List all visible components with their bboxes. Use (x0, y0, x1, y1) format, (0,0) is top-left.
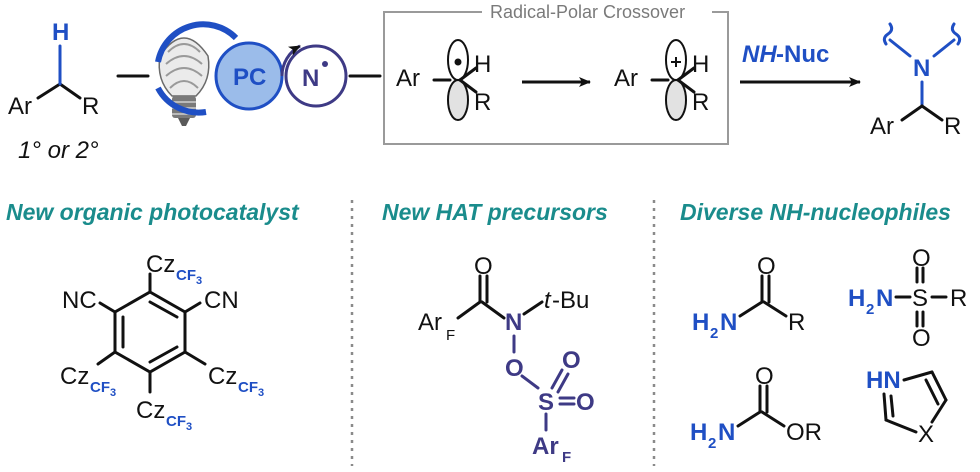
hat-carbonyl-o: O (474, 253, 493, 280)
section-title-nucleophiles: Diverse NH-nucleophiles (680, 199, 951, 225)
carb-or: OR (786, 419, 822, 446)
hat-s-o2: O (576, 389, 595, 416)
hat-tbu-t: t (544, 287, 552, 314)
carb-o: O (755, 363, 774, 390)
amide-n: N (720, 309, 737, 336)
cf3-right-sub: 3 (258, 387, 264, 399)
lightbulb-icon (158, 37, 210, 126)
catalytic-system: PC N (155, 21, 348, 126)
hat-o-link: O (505, 355, 524, 382)
product-n: N (913, 55, 930, 82)
cation-r: R (692, 89, 709, 116)
product-structure: N Ar R (870, 22, 962, 140)
radical-dot (322, 61, 328, 67)
substrate-r: R (82, 93, 99, 120)
radical-ar: Ar (396, 65, 420, 92)
radical-h: H (474, 51, 491, 78)
carb-n: N (718, 419, 735, 446)
product-ar: Ar (870, 113, 894, 140)
crossover-title: Radical-Polar Crossover (490, 2, 685, 22)
cf3-bottom: CF (166, 413, 186, 430)
amide-structure: H 2 N O R (692, 253, 805, 342)
sulfonamide-structure: H 2 N S O O R (848, 245, 967, 352)
substrate-ar: Ar (8, 93, 32, 120)
cf3-left-sub: 3 (110, 387, 116, 399)
cation-ar: Ar (614, 65, 638, 92)
carbamate-structure: H 2 N O OR (690, 363, 822, 452)
carb-h: H (690, 419, 707, 446)
section-title-photocatalyst: New organic photocatalyst (6, 199, 300, 225)
reagent-nh: NH (742, 41, 777, 68)
cf3-left: CF (90, 379, 110, 396)
hat-tbu: -Bu (552, 287, 589, 314)
sulf-s: S (912, 285, 928, 312)
amide-h: H (692, 309, 709, 336)
radical-intermediate: Ar H R (396, 39, 491, 121)
hat-ar: Ar (418, 309, 442, 336)
substrate-h: H (52, 19, 69, 46)
sulf-h: H (848, 285, 865, 312)
substrate-structure: H Ar R 1° or 2° (8, 19, 99, 164)
pc-label: PC (233, 64, 266, 91)
cn-right: CN (204, 287, 239, 314)
photocatalyst-structure: Cz CF 3 NC CN Cz CF 3 Cz CF 3 Cz CF 3 (60, 251, 264, 433)
cation-h: H (692, 51, 709, 78)
hat-precursor-structure: Ar F O N t -Bu O S O O Ar F (418, 253, 595, 466)
cf3-bottom-sub: 3 (186, 421, 192, 433)
sulf-r: R (950, 285, 967, 312)
cf3-right: CF (238, 379, 258, 396)
hat-ar-f: F (446, 327, 455, 344)
cf3-top: CF (176, 267, 196, 284)
cf3-top-sub: 3 (196, 275, 202, 287)
sulf-sub2: 2 (866, 301, 874, 318)
product-r: R (944, 113, 961, 140)
wavy-bond-right (950, 22, 962, 46)
azole-structure: HN X (866, 367, 948, 448)
sulf-n: N (876, 285, 893, 312)
cz-bottom: Cz (136, 397, 165, 424)
hat-ar2: Ar (532, 433, 559, 460)
nc-left: NC (62, 287, 97, 314)
cz-right: Cz (208, 363, 237, 390)
wavy-bond-left (882, 22, 894, 46)
reagent-nuc: -Nuc (776, 41, 829, 68)
light-arc-top (155, 21, 239, 63)
azole-x: X (918, 421, 934, 448)
carb-sub2: 2 (708, 435, 716, 452)
crossover-box: Radical-Polar Crossover Ar H R Ar H R (383, 2, 729, 145)
cycle-arrow (280, 44, 301, 77)
hat-n: N (505, 309, 522, 336)
amide-r: R (788, 309, 805, 336)
substrate-note: 1° or 2° (18, 137, 99, 164)
cation-intermediate: Ar H R (614, 39, 709, 121)
hat-s: S (538, 389, 554, 416)
radical-r: R (474, 89, 491, 116)
cz-left: Cz (60, 363, 89, 390)
sulf-o1: O (912, 245, 931, 272)
hat-ar2-f: F (562, 449, 571, 466)
cz-top: Cz (146, 251, 175, 278)
hat-s-o1: O (562, 347, 581, 374)
azole-hn: HN (866, 367, 901, 394)
light-arc-bottom (155, 86, 207, 116)
n-radical-cycle (284, 44, 348, 108)
section-title-hat: New HAT precursors (382, 199, 608, 225)
amide-sub2: 2 (710, 325, 718, 342)
n-radical-label: N (302, 65, 319, 92)
sulf-o2: O (912, 325, 931, 352)
amide-o: O (757, 253, 776, 280)
